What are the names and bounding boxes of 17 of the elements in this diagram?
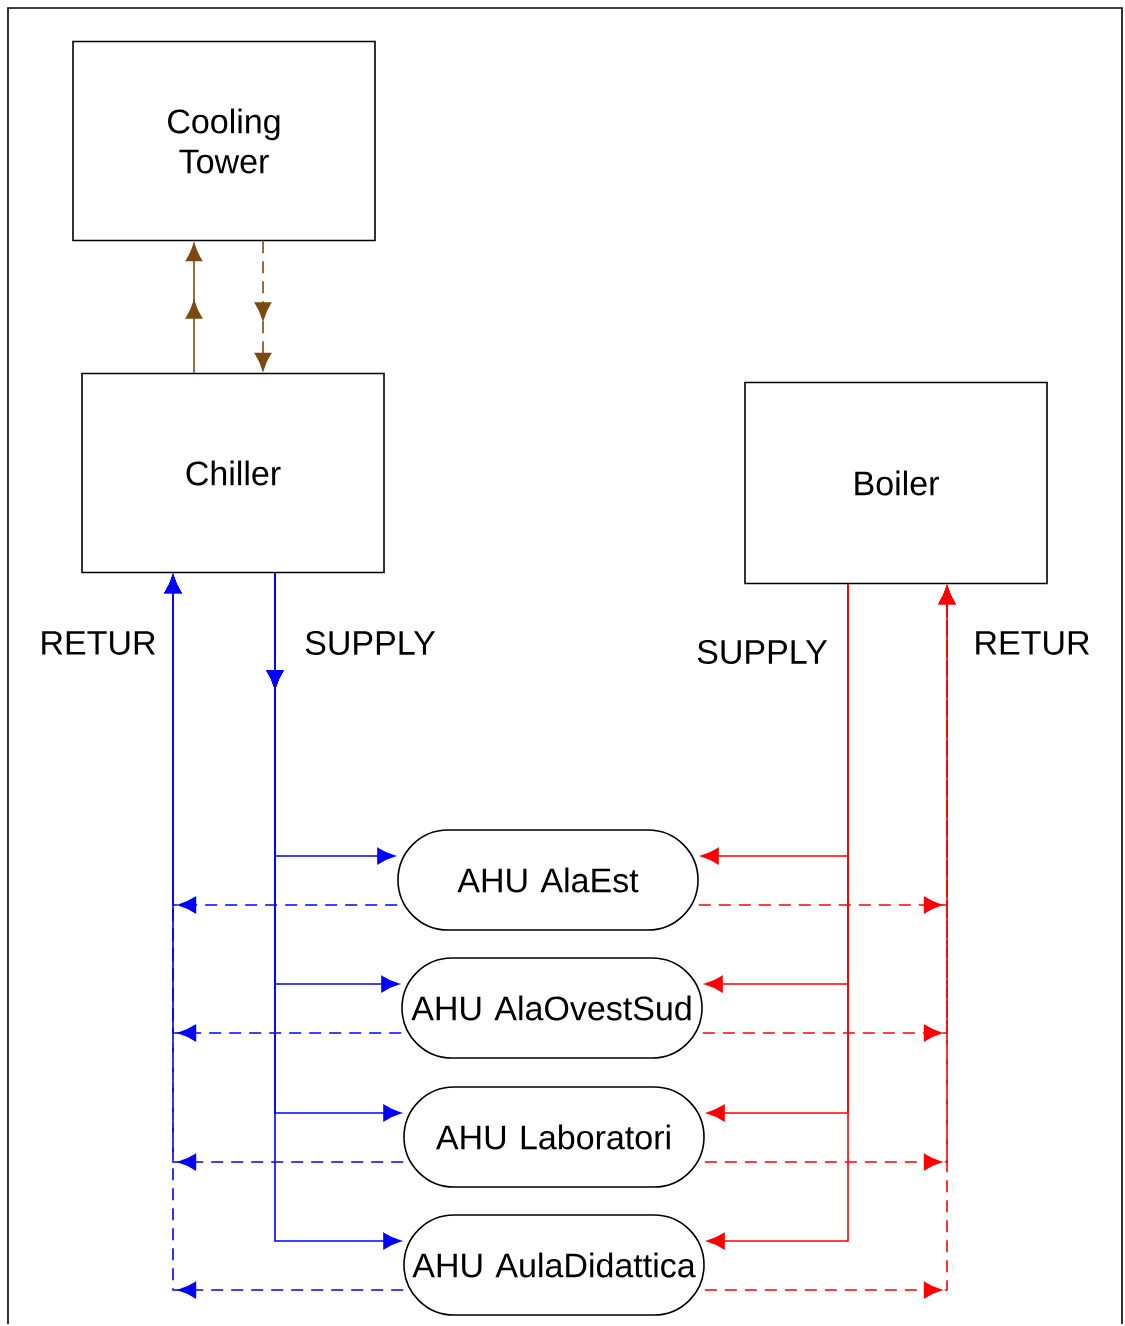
equipment-box: Boiler (744, 381, 1048, 585)
rounded-box: AHU AlaOvestSud (401, 957, 703, 1059)
pipe-label: SUPPLY (305, 630, 436, 656)
pipe-arrow (706, 583, 849, 1250)
rounded-box: AHU Laboratori (403, 1086, 705, 1188)
equipment-box: Chiller (81, 372, 385, 574)
equipment-box: Cooling Tower (72, 40, 376, 242)
pipe-arrow (254, 240, 272, 371)
pipe-arrow (266, 572, 402, 1250)
pipe-label: RETUR (42, 631, 155, 655)
pipe-label: RETUR (976, 631, 1089, 655)
pipe-arrow (164, 575, 404, 1299)
pipe-label: SUPPLY (697, 639, 828, 665)
rounded-box: AHU AlaEst (397, 829, 699, 931)
pipe-arrow (704, 586, 956, 1299)
pipe-arrow (185, 243, 203, 374)
rounded-box: AHU AulaDidattica (403, 1214, 705, 1316)
